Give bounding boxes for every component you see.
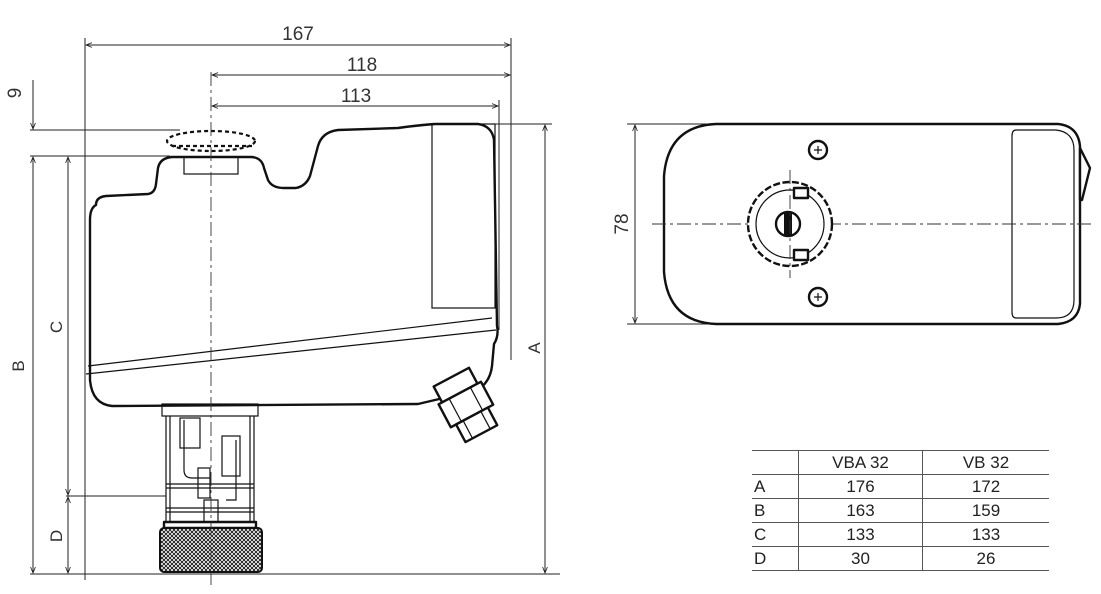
dim-113-label: 113 [341,86,371,107]
cell-vba32: 133 [798,522,923,547]
dim-167-label: 167 [282,24,314,45]
knob-catch-top [792,186,810,200]
front-view: 167 118 113 9 B C D A [5,24,560,585]
table-header-row: VBA 32 VB 32 [752,450,1049,475]
cell-vb32: 133 [922,522,1049,547]
cell-vb32: 172 [922,474,1049,499]
actuator-housing [88,122,499,408]
table-row: D 30 26 [752,546,1049,571]
cell-vb32: 26 [922,546,1049,571]
table-header-vba32: VBA 32 [798,450,923,475]
dim-c-label: C [47,321,66,333]
dim-b-label: B [9,360,28,371]
knob-catch-bottom [792,248,810,262]
housing-seam [85,329,497,375]
dim-a-label: A [525,342,544,354]
dim-9-label: 9 [5,88,26,99]
cell-vb32: 159 [922,498,1049,523]
side-view: 78 [612,122,1095,326]
cell-vba32: 163 [798,498,923,523]
cell-vba32: 30 [798,546,923,571]
screw-top-cross [814,146,822,154]
manual-knob-outline [165,129,257,153]
cable-gland [432,366,499,444]
table-row: C 133 133 [752,522,1049,547]
adjust-knob-slot [784,212,792,236]
dim-118-label: 118 [347,55,377,76]
table-row: B 163 159 [752,498,1049,523]
dim-d-label: D [47,530,66,542]
screw-bottom-cross [814,293,822,301]
housing-seam-upper [87,317,493,367]
cell-vba32: 176 [798,474,923,499]
row-label: B [752,498,799,523]
table-row: A 176 172 [752,474,1049,499]
side-gland-tab [1078,146,1092,202]
valve-yoke [161,403,259,530]
housing-side-cover [431,123,496,309]
table-header-vb32: VB 32 [922,450,1049,475]
row-label: A [752,474,799,499]
side-end-cover [1011,129,1075,319]
row-label: D [752,546,799,571]
table-header-empty [752,450,799,475]
dimension-table: VBA 32 VB 32 A 176 172 B 163 159 C 133 1… [752,450,1049,571]
dim-78-label: 78 [612,213,633,234]
row-label: C [752,522,799,547]
